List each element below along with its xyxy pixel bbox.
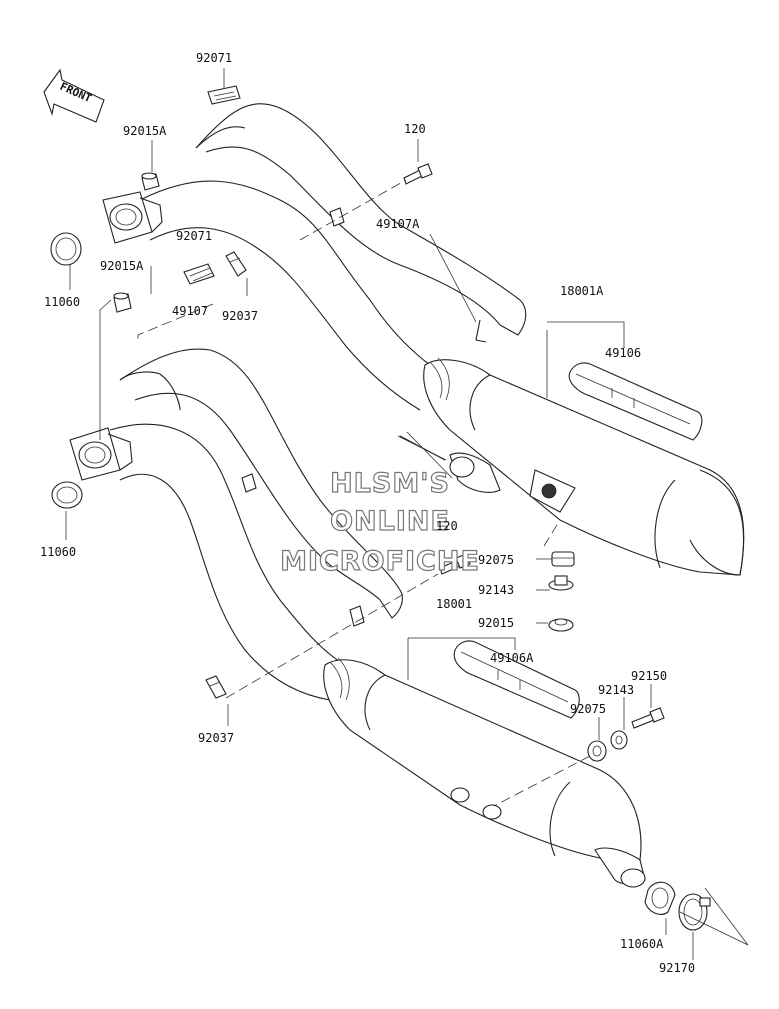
label-92143-bottom: 92143 — [598, 683, 634, 697]
upper-exhaust-pipe — [102, 180, 431, 411]
lower-silencer — [323, 657, 646, 888]
label-11060A: 11060A — [620, 937, 664, 951]
collar-92015-washer — [548, 618, 574, 632]
clip-92037-bottom — [205, 675, 227, 699]
label-49106A: 49106A — [490, 651, 534, 665]
label-120-bottom: 120 — [436, 519, 458, 533]
damper-92075-top — [551, 551, 575, 567]
label-92075-top: 92075 — [478, 553, 514, 567]
gasket-11060A — [644, 881, 676, 915]
part-labels: 92071 92015A 120 49107A 92071 92015A 110… — [40, 51, 695, 975]
bolt-120-top — [403, 163, 433, 185]
collar-92015A-mid — [113, 292, 132, 313]
gasket-11060-top — [50, 232, 82, 266]
label-92143-top: 92143 — [478, 583, 514, 597]
label-92015A-mid: 92015A — [100, 259, 144, 273]
label-92037-bottom: 92037 — [198, 731, 234, 745]
watermark-line-3: MICROFICHE — [280, 546, 480, 577]
upper-silencer — [399, 357, 745, 576]
label-92037-top: 92037 — [222, 309, 258, 323]
front-arrow-icon: FRONT — [43, 68, 105, 123]
label-49107: 49107 — [172, 304, 208, 318]
watermark-line-2: ONLINE — [330, 506, 450, 537]
label-11060-bottom: 11060 — [40, 545, 76, 559]
damper-92075-bottom — [587, 740, 607, 762]
heat-plate-49106A — [453, 640, 580, 719]
label-49106: 49106 — [605, 346, 641, 360]
heat-plate-49106 — [568, 362, 703, 441]
label-120-top: 120 — [404, 122, 426, 136]
collar-92015A-top — [141, 172, 160, 191]
watermark: HLSM'S ONLINE MICROFICHE — [279, 467, 480, 577]
upper-heat-shield — [195, 103, 527, 343]
lower-heat-shield — [119, 348, 403, 627]
damper-92071-mid — [183, 263, 215, 285]
bolt-120-bottom — [439, 553, 471, 575]
label-92170: 92170 — [659, 961, 695, 975]
watermark-line-1: HLSM'S — [330, 468, 450, 499]
label-18001: 18001 — [436, 597, 472, 611]
label-49107A: 49107A — [376, 217, 420, 231]
leader-lines — [65, 68, 749, 960]
label-92150: 92150 — [631, 669, 667, 683]
gasket-11060-bottom — [51, 481, 83, 509]
label-11060-top: 11060 — [44, 295, 80, 309]
collar-92143-bottom — [610, 730, 628, 750]
damper-92071-top — [207, 85, 241, 105]
label-92071-mid: 92071 — [176, 229, 212, 243]
label-18001A: 18001A — [560, 284, 604, 298]
label-92071-top: 92071 — [196, 51, 232, 65]
lower-exhaust-pipe — [69, 423, 346, 701]
label-92075-bottom: 92075 — [570, 702, 606, 716]
label-92015: 92015 — [478, 616, 514, 630]
collar-92143-top — [548, 575, 574, 591]
bolt-92150 — [631, 707, 665, 729]
clamp-92170 — [678, 893, 711, 931]
clip-92037-top — [225, 251, 247, 277]
label-92015A-top: 92015A — [123, 124, 167, 138]
